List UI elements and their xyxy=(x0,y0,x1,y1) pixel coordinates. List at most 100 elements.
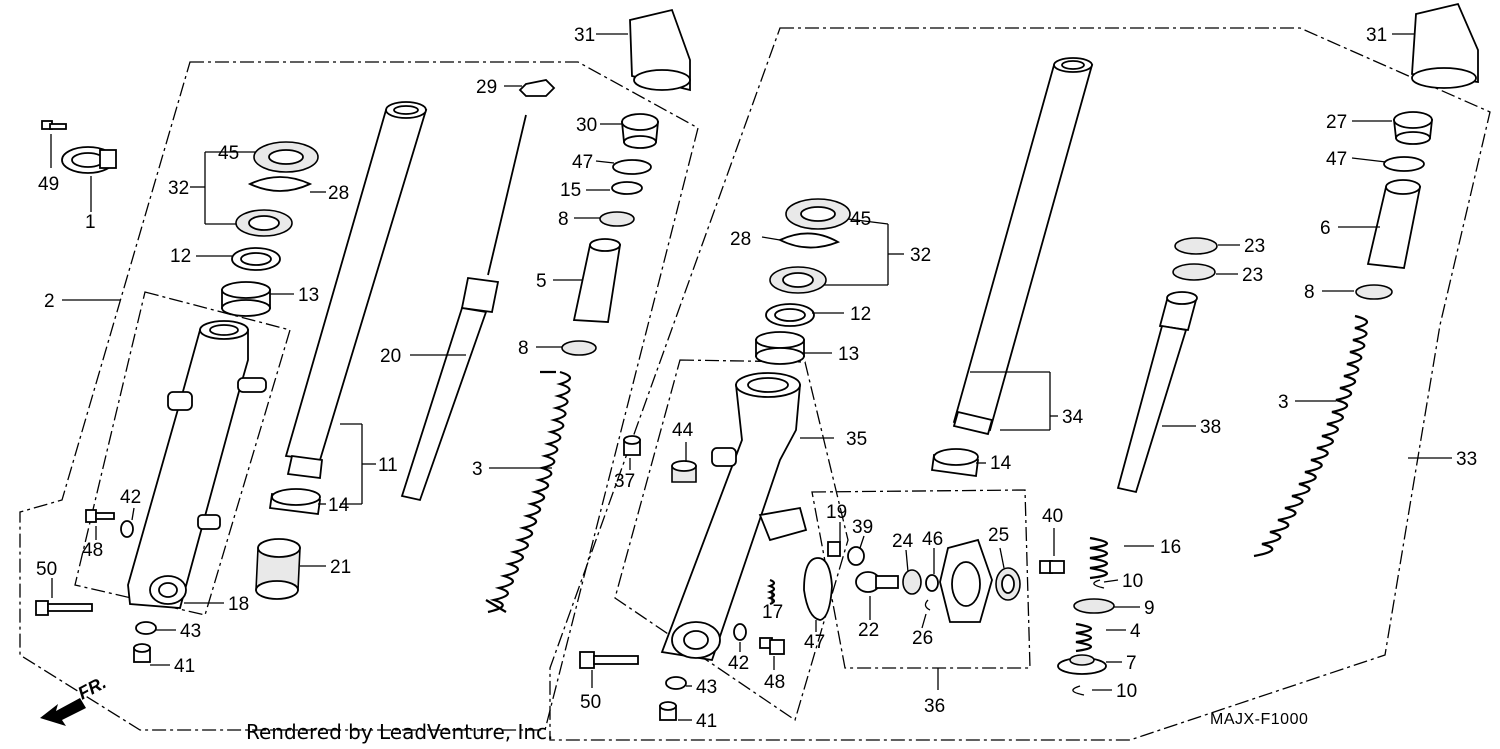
bushing-13b xyxy=(755,331,805,365)
clip-26 xyxy=(924,599,931,611)
dust-seal-45a xyxy=(253,141,319,173)
cap-bolt-30 xyxy=(621,113,659,149)
callout-36: 36 xyxy=(924,696,945,717)
callout-14b: 14 xyxy=(990,453,1012,474)
callout-8a: 8 xyxy=(558,209,569,230)
callout-38: 38 xyxy=(1200,417,1221,438)
damper-rod-20 xyxy=(400,114,527,502)
caliper-parts-box xyxy=(811,489,1031,669)
oring-47b xyxy=(803,557,833,621)
callout-32a: 32 xyxy=(168,178,189,199)
callout-22: 22 xyxy=(858,620,879,641)
callout-40: 40 xyxy=(1042,506,1063,527)
fork-cover-31a xyxy=(629,8,691,92)
bushing-14b xyxy=(930,448,980,478)
spring-4 xyxy=(1075,622,1093,653)
callout-24: 24 xyxy=(892,531,914,552)
callout-37: 37 xyxy=(614,471,635,492)
washer-8c xyxy=(1355,284,1393,300)
clip-28b xyxy=(777,232,841,249)
callout-28b: 28 xyxy=(730,229,751,250)
callout-30: 30 xyxy=(576,115,597,136)
callout-42b: 42 xyxy=(728,653,749,674)
bushing-13a xyxy=(221,281,271,317)
collar-37 xyxy=(623,435,641,456)
oil-seal-32a xyxy=(235,209,293,237)
spring-3a xyxy=(485,370,572,614)
front-direction-arrow: FR. xyxy=(40,672,109,726)
washer-42b xyxy=(733,623,747,641)
bolt-41a xyxy=(133,643,151,663)
callout-41a: 41 xyxy=(174,656,195,677)
callout-29: 29 xyxy=(476,77,497,98)
callout-27: 27 xyxy=(1326,112,1347,133)
credit-text: Rendered by LeadVenture, Inc. xyxy=(246,720,553,744)
callout-43a: 43 xyxy=(180,621,201,642)
spacer-6 xyxy=(1366,179,1422,269)
callout-14a: 14 xyxy=(328,495,350,516)
callout-3b: 3 xyxy=(1278,392,1289,413)
oring-47a xyxy=(612,159,652,175)
callout-39: 39 xyxy=(852,517,873,538)
callout-45a: 45 xyxy=(218,143,239,164)
callout-28a: 28 xyxy=(328,183,349,204)
housing-25 xyxy=(939,538,1021,623)
washer-23b xyxy=(1172,263,1216,281)
left-inner-outline xyxy=(74,291,291,616)
callout-4: 4 xyxy=(1130,621,1141,642)
washer-43a xyxy=(135,621,157,635)
callout-8c: 8 xyxy=(1304,282,1315,303)
callout-12a: 12 xyxy=(170,246,191,267)
callout-46: 46 xyxy=(922,529,943,550)
callout-8b: 8 xyxy=(518,338,529,359)
callout-16: 16 xyxy=(1160,537,1181,558)
cap-bolt-27 xyxy=(1392,111,1434,145)
washer-23a xyxy=(1174,237,1218,255)
fork-slider-18 xyxy=(127,320,267,609)
spacer-5 xyxy=(572,238,622,323)
spring-17 xyxy=(766,578,776,606)
callout-9: 9 xyxy=(1144,598,1155,619)
bolt-40 xyxy=(1039,560,1065,574)
clamp-1 xyxy=(61,146,117,174)
callout-23b: 23 xyxy=(1242,265,1263,286)
callout-10a: 10 xyxy=(1122,571,1143,592)
callout-50a: 50 xyxy=(36,559,57,580)
callout-19: 19 xyxy=(826,502,847,523)
bolt-48b xyxy=(759,637,785,655)
callout-12b: 12 xyxy=(850,304,871,325)
callout-50b: 50 xyxy=(580,692,601,713)
fork-tube-11 xyxy=(284,101,428,480)
seat-7 xyxy=(1057,654,1107,675)
bolt-48a xyxy=(85,509,115,523)
callout-48b: 48 xyxy=(764,672,785,693)
callout-7: 7 xyxy=(1126,653,1137,674)
callout-13a: 13 xyxy=(298,285,319,306)
clip-28a xyxy=(247,176,313,192)
callout-44: 44 xyxy=(672,420,694,441)
leader-lines xyxy=(50,33,1452,721)
callout-33: 33 xyxy=(1456,449,1477,470)
callout-13b: 13 xyxy=(838,344,859,365)
washer-8a xyxy=(599,211,635,227)
right-assembly-outline xyxy=(549,27,1491,741)
spring-16 xyxy=(1089,536,1109,580)
callout-15: 15 xyxy=(560,180,581,201)
collar-44 xyxy=(671,460,697,483)
callout-31b: 31 xyxy=(1366,25,1387,46)
clip-10b xyxy=(1072,685,1085,696)
callout-45b: 45 xyxy=(850,209,871,230)
bolt-50a xyxy=(35,600,93,616)
bearing-24 xyxy=(902,569,922,595)
callout-11: 11 xyxy=(378,455,398,476)
callout-42a: 42 xyxy=(120,487,141,508)
callout-32b: 32 xyxy=(910,245,931,266)
bolt-49 xyxy=(41,120,67,130)
callout-21: 21 xyxy=(330,557,351,578)
callout-10b: 10 xyxy=(1116,681,1137,702)
fork-tube-34 xyxy=(952,57,1094,436)
washer-8b xyxy=(561,340,597,356)
callout-2: 2 xyxy=(44,291,55,312)
oil-seal-32b xyxy=(769,266,827,294)
